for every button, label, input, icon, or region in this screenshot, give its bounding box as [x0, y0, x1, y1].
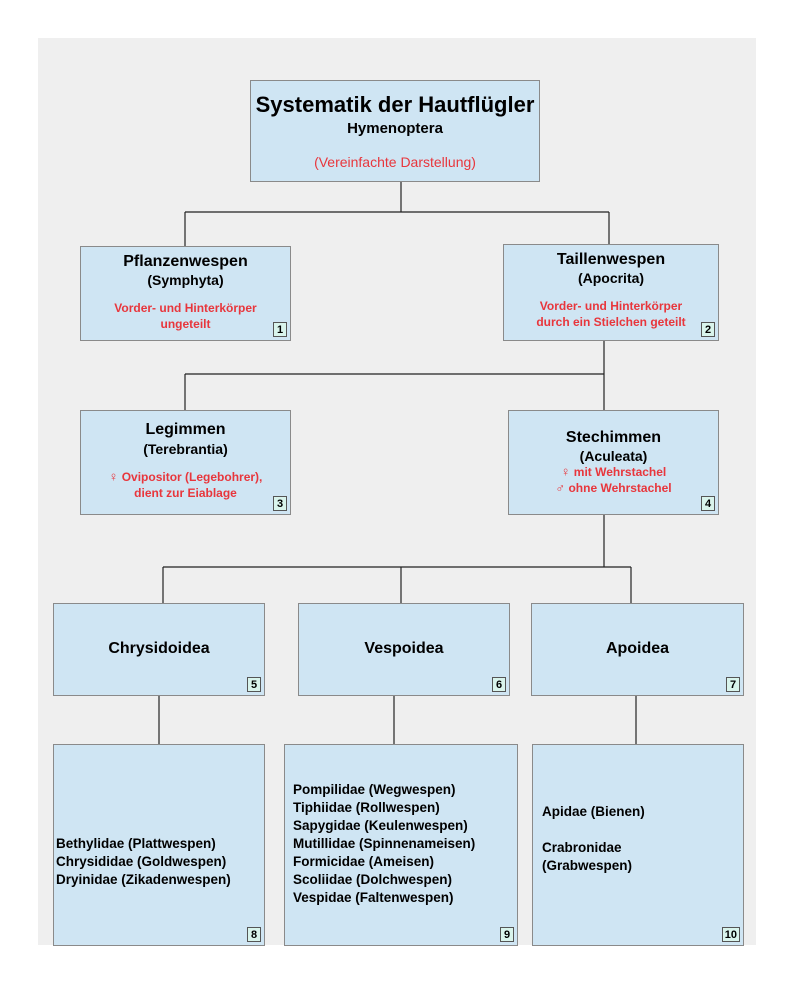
node-note: Vorder- und Hinterkörper [539, 299, 683, 313]
families-vespoidea: Pompilidae (Wegwespen) Tiphiidae (Rollwe… [284, 744, 518, 946]
node-latin: (Apocrita) [577, 270, 645, 286]
node-terebrantia: Legimmen (Terebrantia) ♀ Ovipositor (Leg… [80, 410, 291, 515]
node-name: Legimmen [145, 421, 226, 438]
male-symbol-icon: ♂ [555, 480, 566, 495]
node-symphyta: Pflanzenwespen (Symphyta) Vorder- und Hi… [80, 246, 291, 341]
node-apoidea: Apoidea 7 [531, 603, 744, 696]
diagram-subtitle: Hymenoptera [347, 120, 443, 137]
diagram-note: (Vereinfachte Darstellung) [314, 154, 476, 170]
families-apoidea: Apidae (Bienen) Crabronidae (Grabwespen)… [532, 744, 744, 946]
node-latin: (Terebrantia) [143, 441, 228, 457]
node-name: Pflanzenwespen [123, 253, 248, 270]
node-name: Taillenwespen [556, 251, 666, 268]
family-item: Mutillidae (Spinnenameisen) [293, 836, 476, 851]
node-note: ohne Wehrstachel [568, 481, 672, 495]
node-number: 5 [247, 677, 261, 692]
node-number: 2 [701, 322, 715, 337]
node-latin: (Symphyta) [147, 272, 224, 288]
title-box: Systematik der Hautflügler Hymenoptera (… [250, 80, 540, 182]
node-name: Chrysidoidea [108, 640, 210, 657]
node-vespoidea: Vespoidea 6 [298, 603, 510, 696]
family-item: Apidae (Bienen) [542, 804, 645, 819]
family-item: Dryinidae (Zikadenwespen) [56, 872, 231, 887]
node-note: Ovipositor (Legebohrer), [121, 470, 263, 484]
node-number: 9 [500, 927, 514, 942]
family-item: Tiphiidae (Rollwespen) [293, 800, 440, 815]
node-number: 8 [247, 927, 261, 942]
family-spacer [542, 821, 645, 839]
node-number: 10 [721, 927, 740, 942]
node-note: mit Wehrstachel [573, 465, 667, 479]
family-item: Crabronidae [542, 840, 622, 855]
node-name: Apoidea [605, 640, 670, 657]
family-item: Chrysididae (Goldwespen) [56, 854, 227, 869]
node-number: 4 [701, 496, 715, 511]
family-item: (Grabwespen) [542, 858, 633, 873]
node-name: Stechimmen [565, 429, 662, 446]
family-item: Bethylidae (Plattwespen) [56, 836, 216, 851]
node-apocrita: Taillenwespen (Apocrita) Vorder- und Hin… [503, 244, 719, 341]
family-item: Sapygidae (Keulenwespen) [293, 818, 468, 833]
node-number: 7 [726, 677, 740, 692]
family-item: Scoliidae (Dolchwespen) [293, 872, 453, 887]
node-number: 6 [492, 677, 506, 692]
node-note: durch ein Stielchen geteilt [536, 315, 686, 329]
node-latin: (Aculeata) [579, 448, 648, 464]
node-note: ungeteilt [160, 317, 211, 331]
node-aculeata: Stechimmen (Aculeata) ♀ mit Wehrstachel … [508, 410, 719, 515]
female-symbol-icon: ♀ [560, 464, 571, 479]
family-item: Vespidae (Faltenwespen) [293, 890, 454, 905]
node-number: 1 [273, 322, 287, 337]
node-name: Vespoidea [364, 640, 444, 657]
families-chrysidoidea: Bethylidae (Plattwespen) Chrysididae (Go… [53, 744, 265, 946]
female-symbol-icon: ♀ [108, 469, 119, 484]
node-note: Vorder- und Hinterkörper [114, 301, 257, 315]
node-chrysidoidea: Chrysidoidea 5 [53, 603, 265, 696]
family-item: Pompilidae (Wegwespen) [293, 782, 456, 797]
family-item: Formicidae (Ameisen) [293, 854, 435, 869]
node-note: dient zur Eiablage [134, 486, 237, 500]
diagram-title: Systematik der Hautflügler [255, 92, 535, 117]
node-number: 3 [273, 496, 287, 511]
